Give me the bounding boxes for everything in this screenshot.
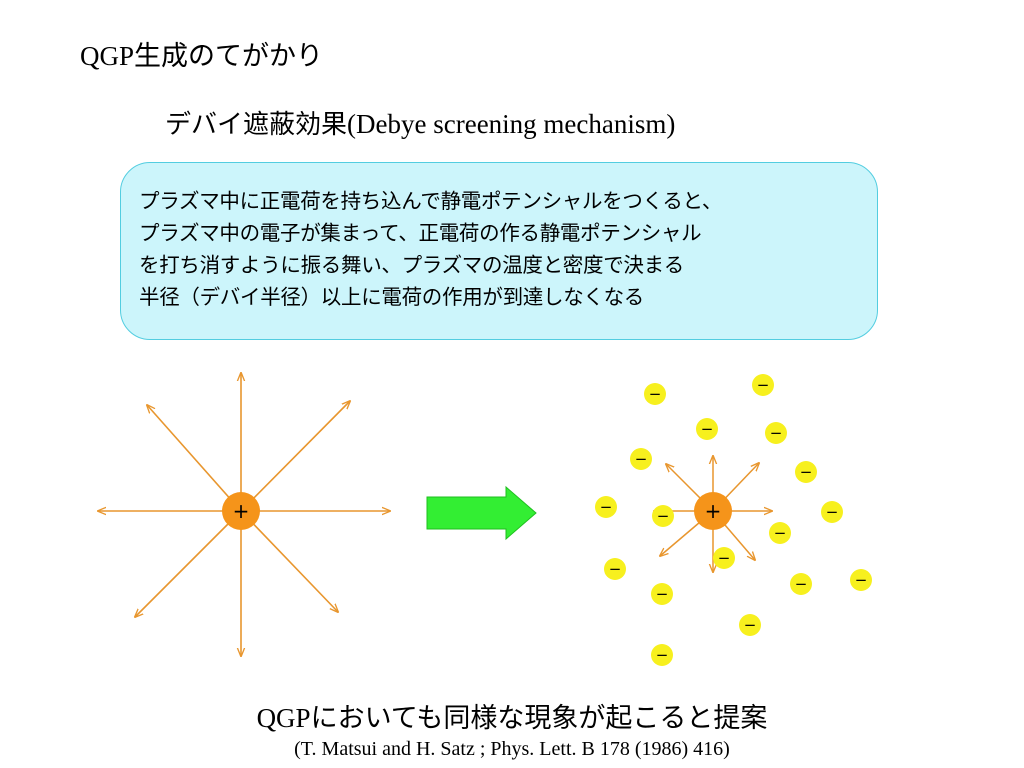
subtitle-japanese: デバイ遮蔽効果 (165, 110, 348, 140)
electron-sign: − (649, 385, 662, 403)
explanation-text: プラズマ中に正電荷を持ち込んで静電ポテンシャルをつくると、 プラズマ中の電子が集… (139, 185, 879, 313)
page-title-latin: QGP (80, 41, 135, 71)
electron-sign: − (770, 424, 783, 442)
electron-sign: − (609, 560, 622, 578)
electron-sign: − (757, 376, 770, 394)
electron: − (790, 573, 812, 595)
electron-circle (696, 418, 718, 440)
electron: − (644, 383, 666, 405)
electron-circle (630, 448, 652, 470)
slide-subtitle: デバイ遮蔽効果(Debye screening mechanism) (165, 104, 675, 141)
electron: − (795, 461, 817, 483)
electron-sign: − (656, 585, 669, 603)
explanation-callout: プラズマ中に正電荷を持ち込んで静電ポテンシャルをつくると、 プラズマ中の電子が集… (120, 162, 878, 340)
electron-sign: − (701, 420, 714, 438)
conclusion-text: QGPにおいても同様な現象が起こると提案 (0, 696, 1024, 735)
electron: − (696, 418, 718, 440)
electron-circle (739, 614, 761, 636)
explanation-line: プラズマ中に正電荷を持ち込んで静電ポテンシャルをつくると、 (139, 189, 723, 213)
positive-charge-sign: + (233, 499, 250, 523)
electron: − (752, 374, 774, 396)
electron-circle (595, 496, 617, 518)
conclusion-latin: QGP (256, 703, 311, 733)
bare-positive-charge: + (222, 492, 260, 530)
electron-cloud: − − − − − − − − − − − − − − − − − (595, 374, 872, 666)
electron-circle (790, 573, 812, 595)
electron-circle (850, 569, 872, 591)
electron-sign: − (635, 450, 648, 468)
page-title-japanese: 生成のてがかり (134, 41, 324, 72)
electron-circle (821, 501, 843, 523)
explanation-line: 半径（デバイ半径）以上に電荷の作用が到達しなくなる (139, 285, 644, 309)
electron-circle (652, 505, 674, 527)
electron: − (850, 569, 872, 591)
bare-charge-field-lines (98, 373, 390, 656)
electron: − (595, 496, 617, 518)
electron: − (765, 422, 787, 444)
field-line-arrow (135, 510, 242, 617)
conclusion-japanese: においても同様な現象が起こると提案 (310, 703, 768, 734)
positive-charge-circle (694, 492, 732, 530)
electron-circle (769, 522, 791, 544)
electron-sign: − (718, 549, 731, 567)
electron: − (769, 522, 791, 544)
positive-charge-circle (222, 492, 260, 530)
transition-arrow-icon (426, 485, 537, 541)
electron-sign: − (774, 524, 787, 542)
electron-sign: − (826, 503, 839, 521)
positive-charge-sign: + (705, 499, 722, 523)
subtitle-latin: (Debye screening mechanism) (347, 109, 676, 139)
reference-citation: (T. Matsui and H. Satz ; Phys. Lett. B 1… (294, 738, 730, 760)
explanation-line: を打ち消すように振る舞い、プラズマの温度と密度で決まる (139, 253, 684, 277)
explanation-line: プラズマ中の電子が集まって、正電荷の作る静電ポテンシャル (139, 221, 702, 245)
electron-circle (795, 461, 817, 483)
electron-sign: − (657, 507, 670, 525)
electron-circle (651, 583, 673, 605)
screened-positive-charge: + (694, 492, 732, 530)
electron-circle (644, 383, 666, 405)
electron-sign: − (855, 571, 868, 589)
field-line-arrow (240, 510, 338, 612)
electron: − (604, 558, 626, 580)
electron-sign: − (800, 463, 813, 481)
debye-screening-diagram: + + − − − − − − − − − − − − − − − − − (0, 360, 872, 666)
electron: − (713, 547, 735, 569)
electron: − (651, 583, 673, 605)
electron: − (651, 644, 673, 666)
electron: − (652, 505, 674, 527)
electron-sign: − (600, 498, 613, 516)
field-line-arrow (147, 405, 242, 512)
electron-circle (713, 547, 735, 569)
electron-circle (651, 644, 673, 666)
electron-circle (752, 374, 774, 396)
electron: − (821, 501, 843, 523)
electron-sign: − (744, 616, 757, 634)
field-line-arrow (240, 401, 350, 512)
electron: − (630, 448, 652, 470)
electron-sign: − (656, 646, 669, 664)
page-title: QGP生成のてがかり (80, 34, 323, 73)
electron-sign: − (795, 575, 808, 593)
electron: − (739, 614, 761, 636)
electron-circle (604, 558, 626, 580)
electron-circle (765, 422, 787, 444)
